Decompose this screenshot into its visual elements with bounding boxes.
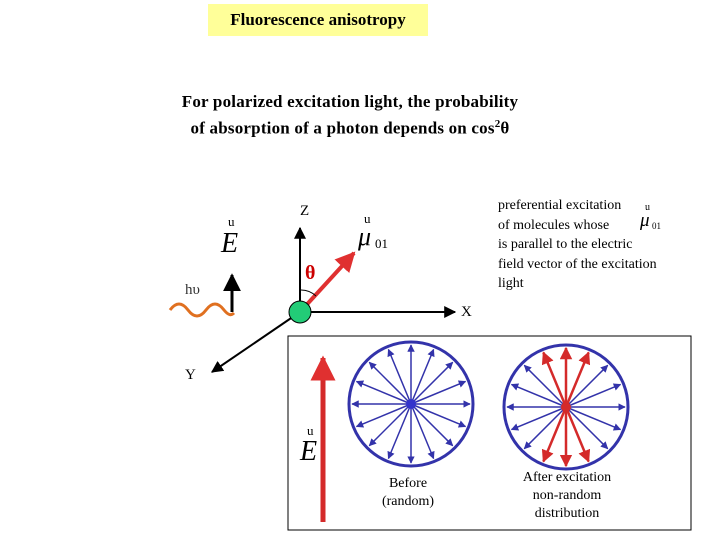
title-box: Fluorescence anisotropy <box>208 4 428 36</box>
before-caption: Before (random) <box>358 475 458 511</box>
after-caption: After excitation non-random distribution <box>500 469 634 523</box>
after-orientation-circle <box>502 343 630 471</box>
note-line-2: of molecules whose <box>498 217 610 233</box>
excited-dipole-arrow <box>564 351 591 408</box>
dipole-arrow <box>368 403 412 447</box>
excitation-note: preferential excitation of molecules who… <box>498 196 698 294</box>
after-caption-line-2: non-random <box>532 488 602 503</box>
dipole-arrow <box>387 403 412 460</box>
note-mu-subscript: 01 <box>652 221 661 231</box>
z-axis-label: Z <box>300 203 310 219</box>
dipole-arrow <box>410 380 467 405</box>
note-line-5: light <box>498 276 524 291</box>
after-caption-line-3: distribution <box>534 506 600 521</box>
after-caption-line-1: After excitation <box>522 470 612 485</box>
mu-subscript: 01 <box>375 236 388 251</box>
note-mu-symbol: μ <box>640 210 650 231</box>
orientation-circle-outline <box>347 340 475 468</box>
dipole-arrow <box>565 406 622 431</box>
mu-symbol: μ <box>358 222 372 251</box>
dipole-arrow <box>410 348 435 405</box>
before-caption-line-1: Before <box>388 476 428 491</box>
note-line-1: preferential excitation <box>498 198 622 213</box>
excited-dipole-arrow <box>541 351 568 408</box>
e-vector-accent: u <box>228 214 235 229</box>
center-dot <box>406 399 416 409</box>
dipole-arrow <box>410 403 467 428</box>
dipole-arrow <box>410 361 454 405</box>
note-mu-accent: u <box>645 202 650 213</box>
dipole-vector <box>298 251 356 314</box>
frame-e-accent: u <box>307 423 314 438</box>
dipole-arrow <box>410 403 454 447</box>
dipole-arrow <box>510 383 567 408</box>
mu-vector-accent: u <box>364 211 371 226</box>
excited-dipole-arrow <box>564 406 591 463</box>
center-dot <box>561 402 571 412</box>
y-axis-label: Y <box>185 367 196 383</box>
frame-e-symbol: E <box>300 436 318 467</box>
before-orientation-circle <box>347 340 475 468</box>
subtitle-line-1: For polarized excitation light, the prob… <box>181 92 519 111</box>
y-axis <box>211 311 301 373</box>
dipole-arrow <box>410 403 435 460</box>
dipole-arrow <box>565 364 609 408</box>
title: Fluorescence anisotropy <box>230 10 406 29</box>
dipole-arrow <box>565 383 622 408</box>
note-line-3: is parallel to the electric <box>498 237 633 252</box>
dipole-arrow <box>523 364 567 408</box>
photon-label: hυ <box>185 282 200 298</box>
dipole-arrow <box>387 348 412 405</box>
dipole-arrow <box>355 380 412 405</box>
excited-dipole-arrow <box>541 406 568 463</box>
theta-label: θ <box>305 262 316 284</box>
orientation-circle-outline <box>502 343 630 471</box>
x-axis-label: X <box>461 304 472 320</box>
note-line-4: field vector of the excitation <box>498 256 657 272</box>
subtitle: For polarized excitation light, the prob… <box>100 91 600 140</box>
molecule-dot <box>288 300 312 324</box>
subtitle-line-2: of absorption of a photon depends on cos… <box>190 118 510 138</box>
theta-arc <box>299 289 317 297</box>
e-symbol: E <box>221 228 239 259</box>
dipole-arrow <box>355 403 412 428</box>
dipole-arrow <box>368 361 412 405</box>
dipole-arrow <box>523 406 567 450</box>
before-caption-line-2: (random) <box>381 494 435 509</box>
orientation-frame <box>287 335 692 531</box>
dipole-arrow <box>510 406 567 431</box>
photon-wave <box>168 302 236 318</box>
dipole-arrow <box>565 406 609 450</box>
